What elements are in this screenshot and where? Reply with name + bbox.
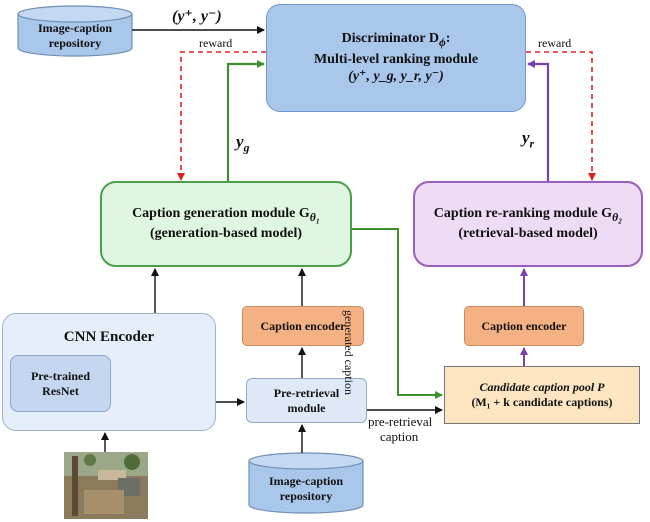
cnn-encoder-title: CNN Encoder: [63, 329, 155, 345]
caption-reranking-module: Caption re-ranking module Gθ₂ (retrieval…: [413, 181, 643, 267]
reward-arrow-left: [177, 51, 266, 181]
label-yr: yr: [522, 128, 535, 151]
repository-top-label-1: Image-caption: [38, 21, 112, 35]
pre-retrieval-label-2: module: [287, 400, 326, 415]
caption-encoder-right: Caption encoder: [464, 306, 584, 346]
discriminator-subtitle: Multi-level ranking module: [313, 51, 479, 67]
repository-bottom-label-1: Image-caption: [269, 474, 343, 488]
discriminator-module: Discriminator Dϕ: Multi-level ranking mo…: [266, 4, 526, 112]
repository-top-label-2: repository: [48, 36, 102, 50]
repository-bottom-cylinder: [248, 452, 364, 514]
label-yg: yg: [236, 132, 250, 155]
label-reward-right: reward: [538, 36, 572, 50]
reranking-title: Caption re-ranking module Gθ₂: [433, 206, 623, 224]
discriminator-title: Discriminator Dϕ:: [341, 31, 451, 50]
input-image: [64, 452, 148, 519]
label-generated-caption: generated caption: [342, 310, 356, 395]
pool-label-2: (M₁ + k candidate captions): [471, 395, 613, 409]
caption-generation-module: Caption generation module Gθ₁ (generatio…: [100, 181, 352, 267]
pre-retrieval-module: Pre-retrieval module: [246, 378, 367, 423]
generation-subtitle: (generation-based model): [149, 226, 303, 242]
label-pre-retrieval-caption-1: pre-retrieval: [368, 414, 433, 429]
repository-bottom: Image-caption repository: [249, 469, 363, 509]
label-positive-negative-pair: (y⁺, y⁻): [172, 8, 222, 25]
reranking-subtitle: (retrieval-based model): [458, 226, 598, 242]
resnet-label-1: Pre-trained: [30, 368, 91, 383]
pre-retrieval-label-1: Pre-retrieval: [273, 385, 340, 400]
caption-encoder-left: Caption encoder: [242, 306, 364, 346]
reward-arrow-right: [526, 51, 596, 181]
resnet-label-2: ResNet: [42, 383, 79, 398]
label-reward-left: reward: [199, 36, 233, 50]
yg-arrow: [226, 60, 265, 181]
discriminator-inputs: (y⁺, y_g, y_r, y⁻): [348, 69, 444, 85]
label-pre-retrieval-caption-2: caption: [380, 429, 419, 444]
generation-title: Caption generation module Gθ₁: [132, 206, 320, 224]
repository-top-cylinder: [17, 5, 133, 57]
repository-bottom-label-2: repository: [279, 489, 333, 503]
candidate-caption-pool: Candidate caption pool P (M₁ + k candida…: [444, 366, 640, 424]
yr-arrow: [527, 60, 550, 181]
pretrained-resnet: Pre-trained ResNet: [10, 355, 111, 412]
repository-top: Image-caption repository: [18, 20, 132, 52]
pool-label-1: Candidate caption pool P: [479, 380, 605, 394]
generated-caption-arrow: [352, 228, 443, 399]
